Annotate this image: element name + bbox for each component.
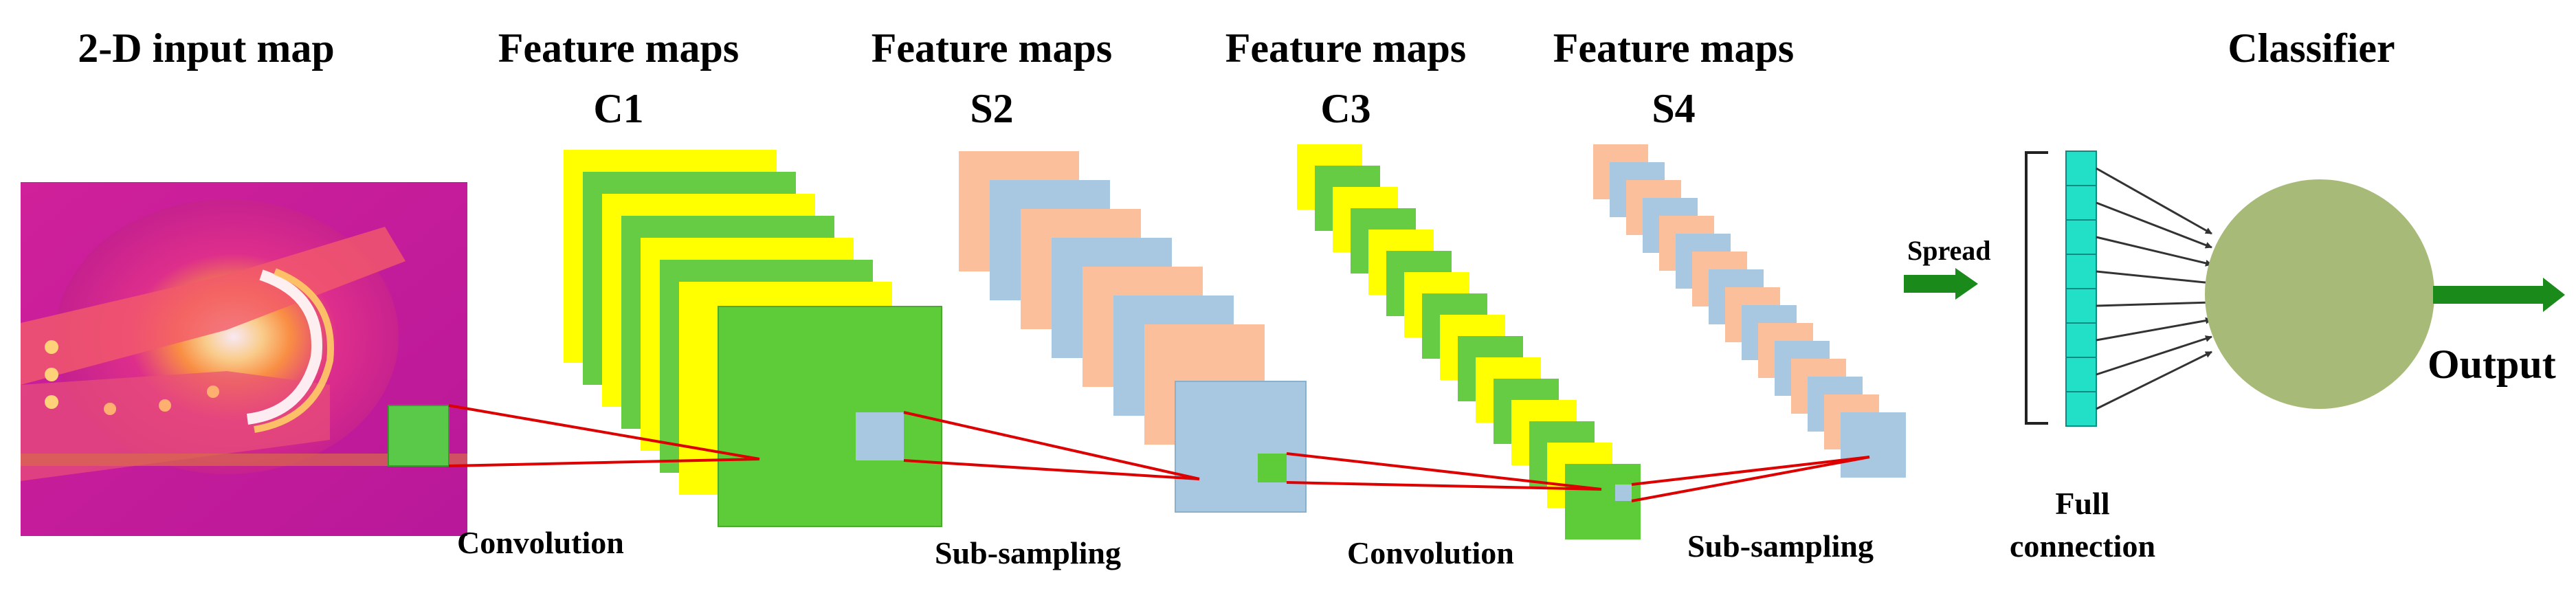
c1-pooling-window [856,412,904,460]
thermal-input-image [21,182,467,536]
flattened-neuron-column [2065,150,2097,427]
output-arrow [2433,278,2565,312]
c1-title-line2: C1 [593,86,643,131]
s4-feature-stack [1593,144,1906,478]
spread-label: Spread [1907,235,1991,266]
subsampling-label-1: Sub-sampling [935,535,1121,570]
classifier-node [2205,179,2434,409]
classifier-title: Classifier [2228,25,2395,71]
s2-feature-stack [959,151,1307,513]
spread-arrow [1904,268,1978,300]
convolution-label-2: Convolution [1347,535,1514,570]
full-connection-label-line2: connection [2010,528,2155,564]
output-label: Output [2428,342,2556,387]
c3-feature-stack [1297,144,1641,539]
c1-feature-stack [564,150,942,527]
c3-title-line2: C3 [1320,86,1370,131]
c3-title-line1: Feature maps [1225,25,1467,71]
receptive-field-lines [448,404,1870,502]
s2-title-line1: Feature maps [871,25,1113,71]
convolution-label-1: Convolution [457,525,624,560]
s2-conv-window [1258,454,1287,482]
c1-title-line1: Feature maps [498,25,740,71]
full-connection-arrows [2096,167,2212,410]
subsampling-label-2: Sub-sampling [1687,528,1874,564]
s2-title-line2: S2 [970,86,1013,131]
fully-connected-bracket [2025,151,2048,425]
full-connection-label-line1: Full [2055,486,2109,521]
c3-pooling-window [1615,484,1632,501]
input-receptive-field [388,405,449,467]
s4-title-line2: S4 [1652,86,1695,131]
s4-title-line1: Feature maps [1553,25,1795,71]
input-map-title: 2-D input map [78,25,334,71]
